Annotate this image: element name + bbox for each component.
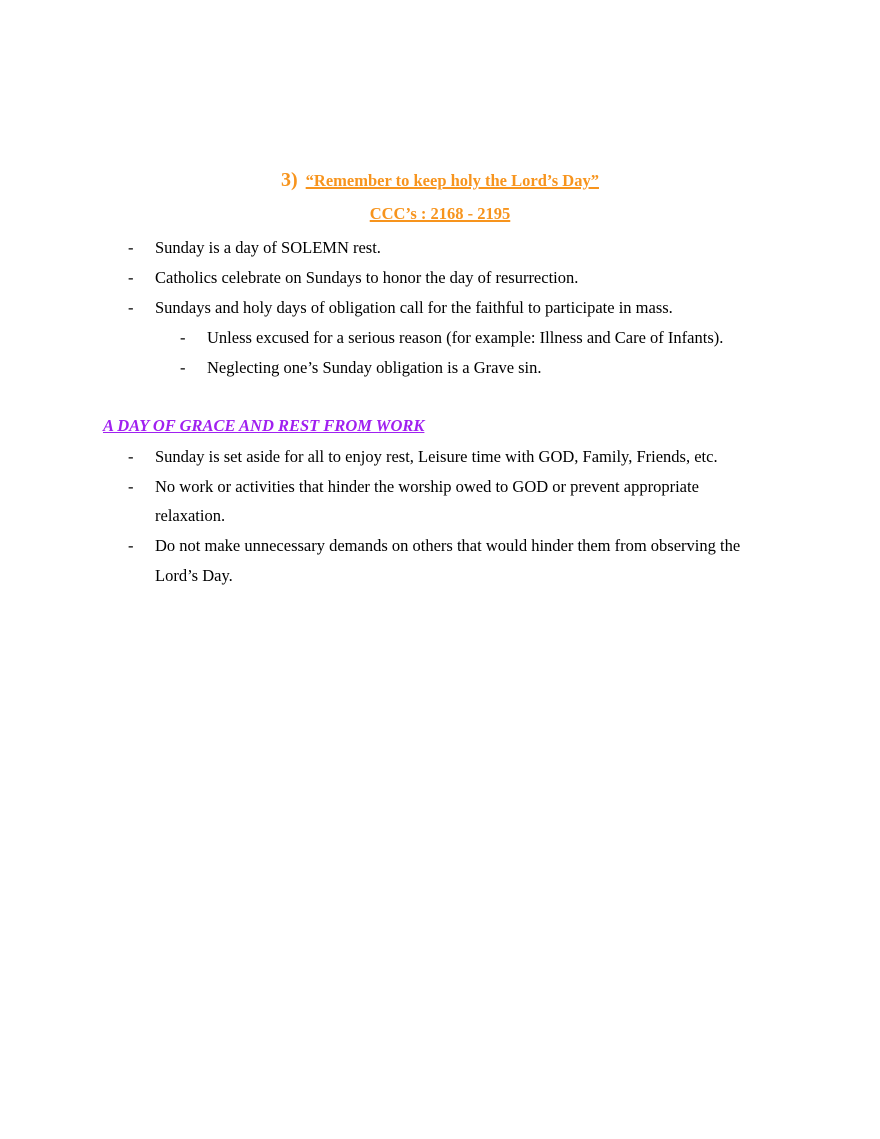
heading-reference: CCC’s : 2168 - 2195 xyxy=(369,204,511,223)
section-title: A DAY OF GRACE AND REST FROM WORK xyxy=(103,416,425,435)
list-item: Sundays and holy days of obligation call… xyxy=(155,298,673,317)
heading-title: 3) “Remember to keep holy the Lord’s Day” xyxy=(0,170,880,191)
list-item-continuation: Lord’s Day. xyxy=(155,566,233,585)
bullet-dash: - xyxy=(128,536,134,555)
list-item: Do not make unnecessary demands on other… xyxy=(155,536,741,555)
heading-number: 3) xyxy=(281,169,298,191)
list-item: Sunday is a day of SOLEMN rest. xyxy=(155,238,381,257)
sub-list-item: Unless excused for a serious reason (for… xyxy=(207,328,724,347)
list-item-continuation: relaxation. xyxy=(155,506,226,525)
list-item: No work or activities that hinder the wo… xyxy=(155,477,699,496)
bullet-dash: - xyxy=(128,298,134,317)
bullet-dash: - xyxy=(128,238,134,257)
list-item: Catholics celebrate on Sundays to honor … xyxy=(155,268,579,287)
bullet-dash: - xyxy=(128,447,134,466)
sub-list-item: Neglecting one’s Sunday obligation is a … xyxy=(207,358,542,377)
bullet-dash: - xyxy=(180,328,186,347)
list-item: Sunday is set aside for all to enjoy res… xyxy=(155,447,718,466)
bullet-dash: - xyxy=(128,268,134,287)
heading-text: “Remember to keep holy the Lord’s Day” xyxy=(305,171,599,190)
bullet-dash: - xyxy=(128,477,134,496)
bullet-dash: - xyxy=(180,358,186,377)
